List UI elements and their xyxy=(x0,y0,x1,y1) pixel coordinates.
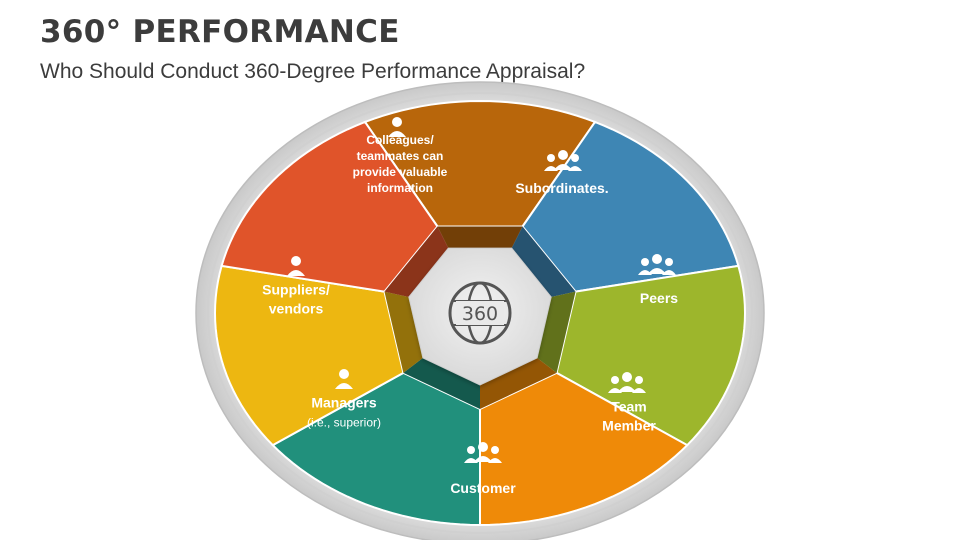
segment-label-line: Managers xyxy=(311,395,377,411)
bevel-subordinates xyxy=(511,226,576,297)
segment-label-subordinates: Subordinates. xyxy=(515,180,608,196)
page-subtitle: Who Should Conduct 360-Degree Performanc… xyxy=(40,60,586,83)
segment-labels-layer: Colleagues/teammates can provide valuable… xyxy=(262,117,678,496)
inner-ring-edge xyxy=(207,92,753,534)
bevel-peers xyxy=(537,291,576,373)
segment-label-line: vendors xyxy=(269,301,324,317)
segment-customer xyxy=(271,371,481,527)
segment-label-line: (i.e., superior) xyxy=(307,416,381,430)
exchange-people-icon xyxy=(638,254,676,275)
segment-label-line: Member xyxy=(602,418,656,434)
bevel-managers xyxy=(384,291,423,373)
segment-peers xyxy=(555,264,747,447)
segment-managers xyxy=(213,264,405,447)
page-title: 360° PERFORMANCE xyxy=(40,14,400,50)
manager-icon xyxy=(335,369,353,389)
segment-label-line: Customer xyxy=(450,480,516,496)
segment-label-line: Colleagues/ xyxy=(366,133,434,147)
customers-icon xyxy=(464,442,502,463)
segment-label-line: Peers xyxy=(640,290,678,306)
supplier-cart-icon xyxy=(287,256,305,276)
bevel-team-member xyxy=(480,357,557,409)
segment-subordinates xyxy=(521,120,740,293)
group-people-icon xyxy=(544,150,582,171)
hub-bevel-layer xyxy=(384,226,576,409)
hub-label: 360 xyxy=(462,303,498,325)
segment-label-customer: Customer xyxy=(450,480,516,496)
segment-label-line: information xyxy=(367,181,433,195)
segment-label-line: provide valuable xyxy=(353,165,448,179)
segment-team-member xyxy=(479,371,689,527)
segment-suppliers xyxy=(220,120,439,293)
segments-layer xyxy=(213,99,747,527)
segment-label-line: teammates can xyxy=(357,149,444,163)
segment-label-suppliers: Suppliers/vendors xyxy=(262,282,330,317)
segment-label-line: Subordinates. xyxy=(515,180,608,196)
team-circle-icon xyxy=(608,372,646,393)
segment-label-colleagues: Colleagues/teammates can provide valuable… xyxy=(353,133,448,195)
headset-person-icon xyxy=(388,117,406,137)
segment-label-managers: Managers (i.e., superior) xyxy=(307,395,381,430)
bevel-suppliers xyxy=(384,226,449,297)
globe-360-icon xyxy=(448,281,512,345)
segment-label-peers: Peers xyxy=(640,290,678,306)
segment-colleagues xyxy=(363,99,597,228)
segment-label-line: Suppliers/ xyxy=(262,282,330,298)
segment-label-line: Team xyxy=(611,399,647,415)
bevel-colleagues xyxy=(437,226,523,249)
bevel-customer xyxy=(403,357,480,409)
